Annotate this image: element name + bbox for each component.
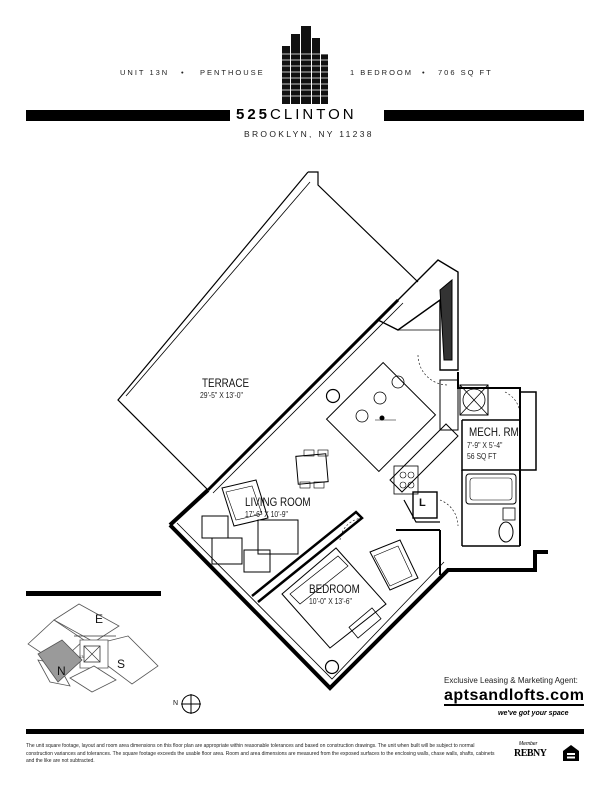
mech-room-label: MECH. RM bbox=[469, 425, 519, 439]
bedroom-label: BEDROOM bbox=[309, 582, 360, 596]
member-label: Member bbox=[519, 741, 538, 747]
bullet: • bbox=[422, 68, 427, 77]
bedroom-count: 1 BEDROOM bbox=[350, 68, 414, 77]
disclaimer-text: The unit square footage, layout and room… bbox=[26, 743, 495, 764]
mech-room-dimensions: 7'-9" X 5'-4" bbox=[467, 441, 503, 450]
bullet: • bbox=[181, 68, 186, 77]
key-plan bbox=[27, 603, 159, 693]
equal-housing-icon bbox=[563, 745, 579, 761]
keyplan-east-label: E bbox=[95, 612, 104, 626]
footer-bar bbox=[26, 729, 584, 734]
living-room-dimensions: 17'-6" X 10'-9" bbox=[245, 510, 288, 519]
living-room-label: LIVING ROOM bbox=[245, 495, 311, 509]
terrace-dimensions: 29'-5" X 13'-0" bbox=[200, 391, 243, 400]
address: BROOKLYN, NY 11238 bbox=[244, 129, 374, 139]
compass-icon bbox=[181, 694, 201, 714]
mech-room-area: 56 SQ FT bbox=[467, 452, 497, 461]
agent-label: Exclusive Leasing & Marketing Agent: bbox=[444, 676, 578, 685]
bedroom-dimensions: 10'-0" X 13'-6" bbox=[309, 597, 352, 606]
agent-logo: aptsandlofts.com bbox=[444, 687, 585, 706]
header-bar-left bbox=[26, 110, 230, 121]
unit-type: PENTHOUSE bbox=[200, 68, 265, 77]
unit-number: UNIT 13N bbox=[120, 68, 170, 77]
terrace-label: TERRACE bbox=[202, 376, 250, 390]
brand-name: 525CLINTON bbox=[236, 106, 357, 123]
unit-size: 706 SQ FT bbox=[438, 68, 493, 77]
laundry-mark: L bbox=[419, 497, 426, 509]
agent-tagline: we've got your space bbox=[498, 710, 569, 717]
keyplan-unit-mark: 13 bbox=[79, 654, 84, 659]
compass-north-label: N bbox=[173, 700, 179, 707]
keyplan-south-label: S bbox=[117, 657, 126, 671]
building-logo bbox=[282, 26, 328, 104]
keyplan-bar bbox=[26, 591, 161, 596]
rebny-logo: REBNY bbox=[514, 748, 547, 759]
keyplan-north-label: N bbox=[57, 664, 66, 678]
header-bar-right bbox=[384, 110, 584, 121]
